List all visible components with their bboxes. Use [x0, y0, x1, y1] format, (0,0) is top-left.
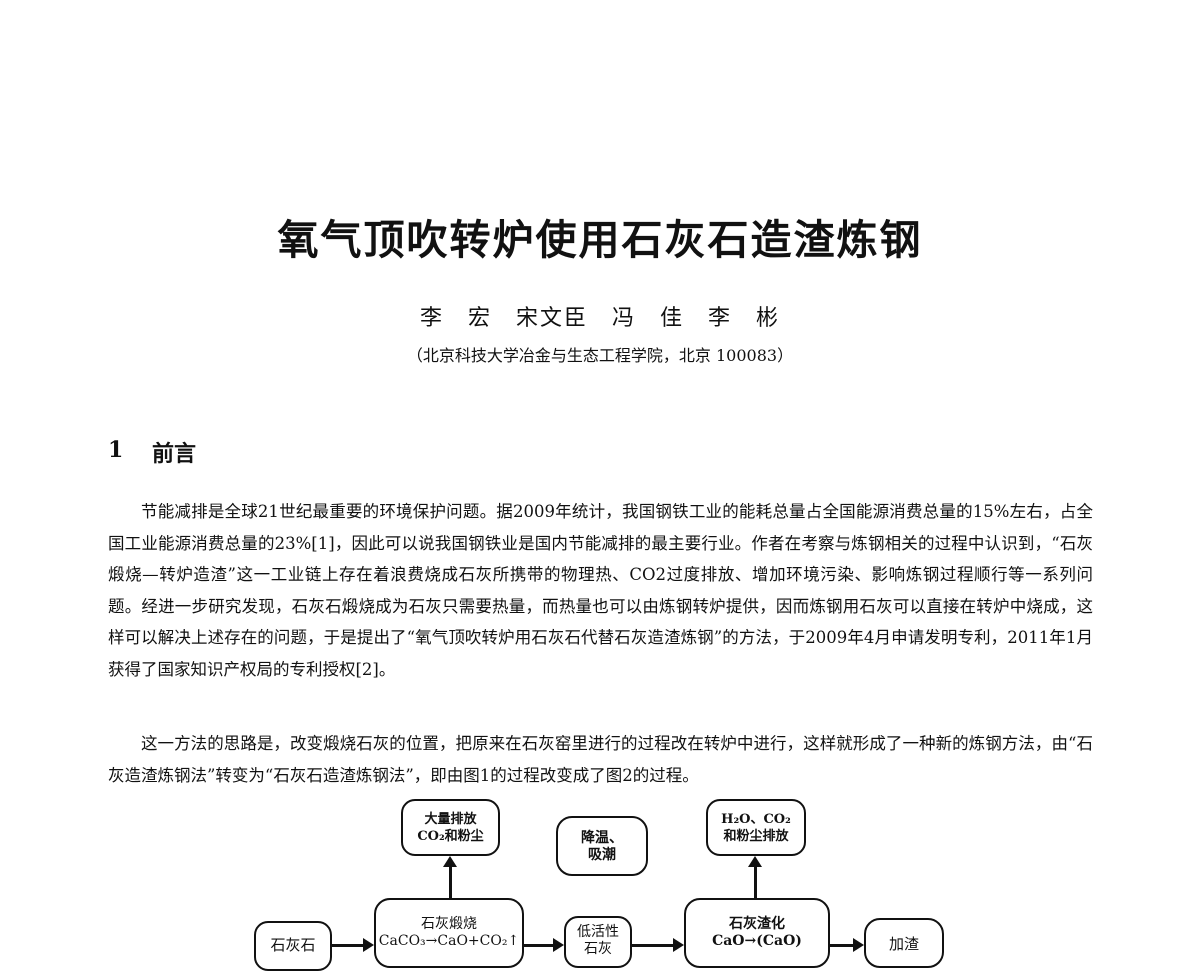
- right-arrow-icon: [830, 938, 864, 952]
- limestone-box: 石灰石: [254, 921, 332, 971]
- section-number: 1: [108, 437, 124, 463]
- cooling-box: 降温、 吸潮: [556, 816, 648, 876]
- paper-title: 氧气顶吹转炉使用石灰石造渣炼钢: [277, 216, 923, 264]
- right-arrow-icon: [524, 938, 564, 952]
- add-slag-box: 加渣: [864, 918, 944, 968]
- slagging-box: 石灰渣化 CaO→(CaO): [684, 898, 830, 968]
- up-arrow-icon: [443, 856, 457, 900]
- paper-affiliation: （北京科技大学冶金与生态工程学院，北京 100083）: [406, 346, 794, 365]
- right-arrow-icon: [632, 938, 684, 952]
- emission-box: 大量排放 CO₂和粉尘: [401, 799, 500, 856]
- right-arrow-icon: [332, 938, 374, 952]
- section-title: 前言: [152, 442, 197, 467]
- up-arrow-icon: [748, 856, 762, 900]
- slag-emission-box: H₂O、CO₂ 和粉尘排放: [706, 799, 806, 856]
- calcination-box: 石灰煅烧 CaCO₃→CaO+CO₂↑: [374, 898, 524, 968]
- body-paragraph-2: 这一方法的思路是，改变煅烧石灰的位置，把原来在石灰窑里进行的过程改在转炉中进行，…: [108, 734, 1093, 785]
- low-activity-lime-box: 低活性 石灰: [564, 916, 632, 968]
- body-paragraph-1: 节能减排是全球21世纪最重要的环境保护问题。据2009年统计，我国钢铁工业的能耗…: [108, 502, 1093, 679]
- paper-authors: 李 宏 宋文臣 冯 佳 李 彬: [419, 306, 780, 331]
